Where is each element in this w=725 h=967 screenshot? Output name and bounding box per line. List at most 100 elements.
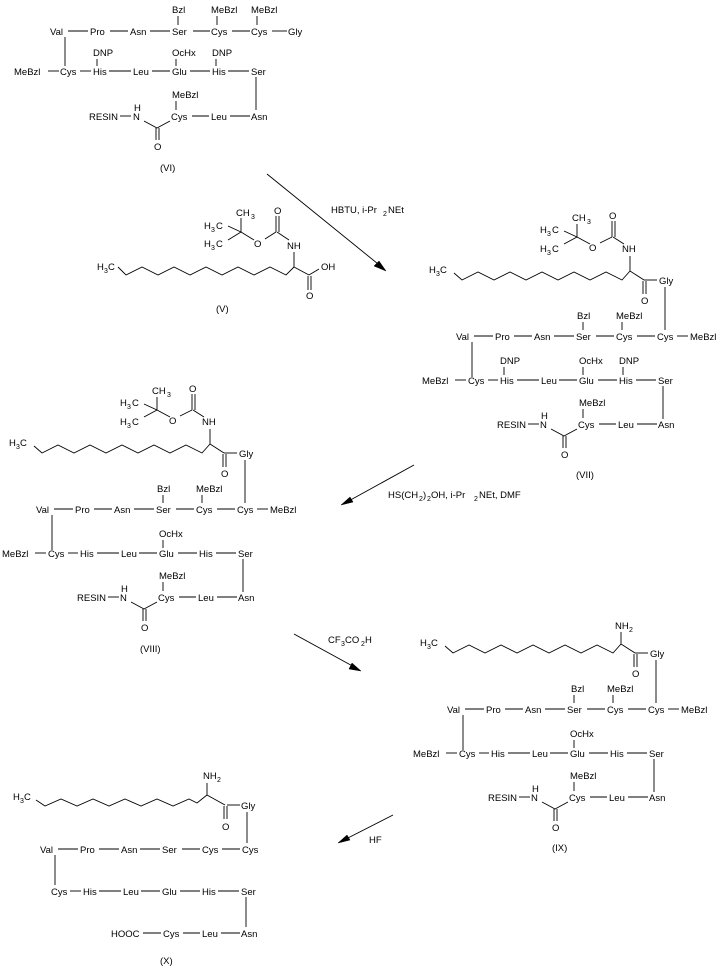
residue-his: His bbox=[610, 749, 624, 760]
residue-val: Val bbox=[40, 845, 53, 856]
atom-h: H bbox=[121, 584, 128, 595]
residue-cys: Cys bbox=[607, 705, 624, 716]
bond bbox=[179, 409, 193, 417]
bond bbox=[227, 225, 242, 233]
bond bbox=[550, 428, 578, 437]
residue-his: His bbox=[619, 376, 633, 387]
subscript: 2 bbox=[427, 496, 431, 503]
methyl-c: C bbox=[216, 239, 223, 250]
residue-cys: Cys bbox=[242, 845, 259, 856]
methyl-h: H bbox=[120, 417, 127, 428]
reagent: OH, i-Pr bbox=[431, 490, 465, 501]
reagent: ) bbox=[423, 490, 426, 501]
protecting-group-ochx: OcHx bbox=[159, 529, 183, 540]
residue-cys: Cys bbox=[60, 67, 77, 78]
protecting-group-mebzl: MeBzl bbox=[570, 771, 596, 782]
residue-pro: Pro bbox=[495, 332, 510, 343]
atom-o: O bbox=[632, 669, 639, 680]
arrow-shaft bbox=[266, 173, 384, 269]
reaction-arrow-2: HS(CH 2 ) 2 OH, i-Pr 2 NEt, DMF bbox=[340, 464, 521, 506]
residue-gly: Gly bbox=[288, 27, 303, 38]
bond bbox=[192, 409, 205, 418]
atom-nh: NH bbox=[202, 417, 216, 428]
residue-cys: Cys bbox=[158, 593, 175, 604]
subscript: 3 bbox=[211, 245, 215, 252]
bond bbox=[240, 231, 255, 241]
residue-cys: Cys bbox=[468, 376, 485, 387]
residue-ser: Ser bbox=[162, 845, 177, 856]
residue-val: Val bbox=[456, 332, 469, 343]
compound-vii: H 3 C O Gly NH O O CH 3 H 3 C H 3 C Val … bbox=[422, 211, 716, 481]
reagent: HF bbox=[369, 835, 382, 846]
protecting-group-dnp: DNP bbox=[212, 48, 232, 59]
reagent: NEt bbox=[388, 205, 404, 216]
atom-o: O bbox=[141, 623, 148, 634]
bond bbox=[206, 794, 226, 806]
reagent: NEt, DMF bbox=[479, 490, 521, 501]
resin-label: RESIN bbox=[89, 112, 118, 123]
protecting-group-dnp: DNP bbox=[93, 48, 113, 59]
compound-label: (X) bbox=[160, 956, 173, 967]
methyl-h: H bbox=[540, 244, 547, 255]
methyl: CH bbox=[572, 213, 586, 224]
atom-nh: NH bbox=[622, 244, 636, 255]
bond bbox=[264, 231, 277, 240]
residue-leu: Leu bbox=[532, 749, 548, 760]
arrow-head-icon bbox=[348, 662, 362, 672]
subscript: 3 bbox=[211, 227, 215, 234]
residue-asn: Asn bbox=[251, 112, 267, 123]
methyl-h: H bbox=[9, 438, 16, 449]
residue-leu: Leu bbox=[198, 593, 214, 604]
hydroxyl: OH bbox=[321, 262, 335, 273]
reaction-arrow-3: CF 3 CO 2 H bbox=[293, 633, 372, 672]
protecting-group-dnp: DNP bbox=[619, 356, 639, 367]
atom-o: O bbox=[254, 239, 261, 250]
protecting-group-bzl: Bzl bbox=[157, 484, 170, 495]
subscript: 3 bbox=[547, 250, 551, 257]
methyl-c: C bbox=[552, 244, 559, 255]
residue-his: His bbox=[83, 887, 97, 898]
bond bbox=[227, 231, 242, 241]
residue-ser: Ser bbox=[241, 887, 256, 898]
atom-o: O bbox=[552, 823, 559, 834]
methyl-c: C bbox=[20, 438, 27, 449]
bond bbox=[293, 266, 310, 276]
protecting-group-ochx: OcHx bbox=[579, 356, 603, 367]
resin-label: RESIN bbox=[77, 593, 106, 604]
residue-glu: Glu bbox=[172, 67, 187, 78]
protecting-group-dnp: DNP bbox=[500, 356, 520, 367]
methyl-c: C bbox=[132, 417, 139, 428]
residue-gly: Gly bbox=[241, 801, 256, 812]
subscript: 3 bbox=[427, 644, 431, 651]
atom-h: H bbox=[541, 411, 548, 422]
compound-label: (V) bbox=[216, 304, 229, 315]
residue-cys: Cys bbox=[196, 505, 213, 516]
atom-n: N bbox=[133, 112, 140, 123]
amine-nh2: NH bbox=[203, 771, 217, 782]
bond bbox=[143, 403, 158, 411]
atom-o: O bbox=[306, 291, 313, 302]
compound-label: (VI) bbox=[160, 163, 175, 174]
methyl-c: C bbox=[108, 262, 115, 273]
protecting-group-mebzl: MeBzl bbox=[2, 549, 28, 560]
bond bbox=[620, 643, 636, 654]
protecting-group-mebzl: MeBzl bbox=[211, 5, 237, 16]
residue-gly: Gly bbox=[659, 276, 674, 287]
residue-cys: Cys bbox=[202, 845, 219, 856]
protecting-group-mebzl: MeBzl bbox=[172, 90, 198, 101]
subscript: 3 bbox=[547, 231, 551, 238]
alkyl-chain bbox=[453, 270, 631, 281]
residue-ser: Ser bbox=[576, 332, 591, 343]
methyl-h: H bbox=[429, 265, 436, 276]
residue-asn: Asn bbox=[658, 420, 674, 431]
residue-glu: Glu bbox=[570, 749, 585, 760]
residue-ser: Ser bbox=[251, 67, 266, 78]
resin-label: RESIN bbox=[488, 793, 517, 804]
residue-ser: Ser bbox=[567, 705, 582, 716]
residue-cys: Cys bbox=[237, 505, 254, 516]
residue-leu: Leu bbox=[609, 793, 625, 804]
bond bbox=[563, 236, 578, 245]
bond bbox=[576, 236, 591, 245]
bond bbox=[629, 270, 645, 281]
